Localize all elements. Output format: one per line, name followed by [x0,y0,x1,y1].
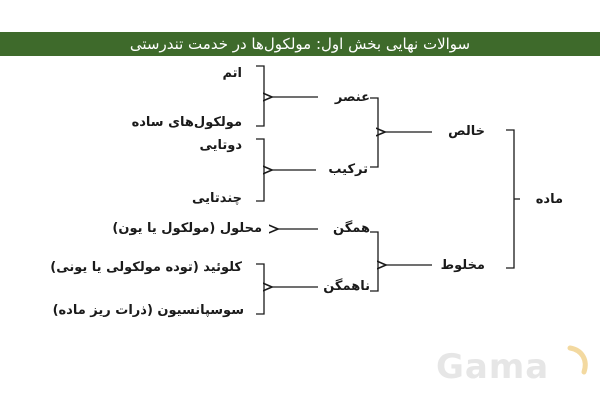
node-mixture: مخلوط [440,258,485,273]
node-heterogeneous: ناهمگن [323,279,370,294]
node-compound: ترکیب [328,162,368,177]
leaf-binary: دوتایی [199,138,242,153]
node-pure: خالص [448,124,485,139]
leaf-multi: چندتایی [192,191,242,206]
leaf-suspension: سوسپانسیون (ذرات ریز ماده) [52,303,244,318]
leaf-atom: اتم [222,66,242,81]
page-title: سوالات نهایی بخش اول: مولکول‌ها در خدمت … [129,35,471,53]
node-matter: ماده [535,192,563,207]
node-homogeneous: همگن [333,221,370,236]
leaf-simple-molecules: مولکول‌های ساده [131,115,242,130]
heterogeneous-bracket [256,263,265,315]
gama-watermark-logo: Gama [432,342,592,390]
mixture-bracket [370,231,379,292]
element-bracket [256,65,265,127]
leaf-solution: محلول (مولکول یا یون) [112,221,262,236]
compound-bracket [256,138,265,202]
title-bar: سوالات نهایی بخش اول: مولکول‌ها در خدمت … [0,32,600,56]
watermark-text: Gama [436,347,549,387]
root-bracket [506,129,515,269]
leaf-colloid: کلوئید (توده مولکولی یا یونی) [50,260,242,275]
pure-bracket [370,97,379,168]
watermark-graphic: Gama [436,345,588,387]
node-element: عنصر [334,90,370,105]
